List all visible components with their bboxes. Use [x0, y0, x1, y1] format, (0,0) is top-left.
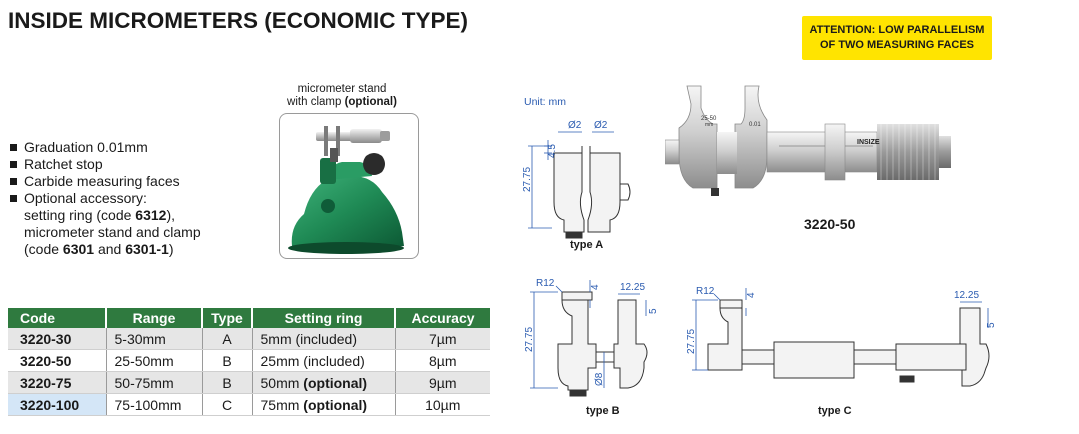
ring-optional: (optional) — [303, 374, 368, 391]
stand-caption-line-1: micrometer stand — [297, 83, 387, 95]
feature-setting-ring: setting ring (code 6312), — [10, 207, 201, 224]
spec-table-header: Code Range Type Setting ring Accuracy — [8, 308, 490, 328]
feature-ratchet: Ratchet stop — [10, 156, 201, 173]
type-a-caption: type A — [570, 239, 603, 251]
stand-caption: micrometer stand with clamp (optional) — [266, 83, 418, 109]
row-code: 3220-50 — [8, 349, 107, 372]
ring-value: 75mm — [260, 396, 304, 413]
row-setting-ring: 25mm (included) — [252, 349, 396, 372]
brand-text: INSIZE — [857, 139, 880, 146]
ring-code: 6312 — [135, 207, 167, 223]
row-type: C — [202, 393, 253, 416]
spec-table: Code Range Type Setting ring Accuracy 32… — [8, 308, 490, 416]
row-accuracy: 10µm — [395, 393, 490, 416]
attention-line-1: ATTENTION: LOW PARALLELISM — [809, 24, 985, 36]
unit-label: Unit: mm — [524, 96, 566, 108]
drawing-type-a: Ø2 Ø2 4.5 27.75 type A — [518, 108, 633, 253]
col-code: Code — [8, 308, 107, 328]
table-row: 3220-100 75-100mm C 75mm (optional) 10µm — [8, 393, 490, 416]
type-c-svg: R12 4 12.25 5 27.75 type C — [686, 286, 997, 417]
code-6301-1: 6301-1 — [125, 241, 169, 257]
col-setting-ring: Setting ring — [252, 308, 396, 328]
feature-optional-accessory: Optional accessory: — [10, 190, 201, 207]
ring-text: setting ring (code — [24, 207, 136, 223]
scale-unit-text: mm — [705, 122, 713, 128]
row-code: 3220-30 — [8, 328, 107, 350]
type-b-dim-h: 27.75 — [524, 327, 535, 352]
row-accuracy: 7µm — [395, 328, 490, 350]
type-b-dim-s: 5 — [648, 308, 659, 314]
ring-value: 25mm (included) — [260, 352, 365, 369]
feature-list: Graduation 0.01mm Ratchet stop Carbide m… — [10, 139, 201, 258]
drawing-type-b: R12 4 12.25 5 27.75 Ø8 type B — [518, 272, 664, 422]
type-c-dim-r: R12 — [696, 286, 715, 297]
attention-line-2: OF TWO MEASURING FACES — [820, 39, 974, 51]
feature-carbide: Carbide measuring faces — [10, 173, 201, 190]
type-b-dim-t: 4 — [590, 284, 601, 290]
code-6301: 6301 — [62, 241, 95, 257]
scale-range-text: 25-50 — [701, 116, 717, 122]
code-open: (code — [24, 241, 63, 257]
product-model-label: 3220-50 — [804, 216, 856, 232]
stand-caption-optional: (optional) — [344, 96, 397, 108]
type-b-svg: R12 4 12.25 5 27.75 Ø8 type B — [524, 278, 659, 417]
type-c-caption: type C — [818, 405, 852, 417]
row-accuracy: 9µm — [395, 371, 490, 394]
row-type: B — [202, 371, 253, 394]
ring-optional: (optional) — [303, 396, 368, 413]
row-type: B — [202, 349, 253, 372]
type-a-dim-h1: 4.5 — [547, 144, 558, 158]
type-c-dim-s: 5 — [986, 322, 997, 328]
product-image: 25-50 mm 0.01 INSIZE — [665, 84, 951, 204]
type-b-caption: type B — [586, 405, 620, 417]
type-c-dim-w: 12.25 — [954, 290, 979, 301]
table-row: 3220-50 25-50mm B 25mm (included) 8µm — [8, 349, 490, 372]
table-row: 3220-75 50-75mm B 50mm (optional) 9µm — [8, 371, 490, 394]
page-title: INSIDE MICROMETERS (ECONOMIC TYPE) — [8, 8, 469, 33]
feature-stand-clamp: micrometer stand and clamp — [24, 224, 201, 240]
col-range: Range — [106, 308, 203, 328]
col-accuracy: Accuracy — [395, 308, 490, 328]
code-and: and — [94, 241, 126, 257]
row-range: 50-75mm — [106, 371, 203, 394]
feature-stand-codes: (code 6301 and 6301-1) — [10, 241, 201, 258]
resolution-text: 0.01 — [749, 122, 761, 128]
row-range: 5-30mm — [106, 328, 203, 350]
ring-value: 50mm — [260, 374, 304, 391]
row-code: 3220-75 — [8, 371, 107, 394]
row-setting-ring: 75mm (optional) — [252, 393, 396, 416]
type-c-dim-h: 27.75 — [686, 329, 697, 354]
stand-caption-text: with clamp — [287, 96, 345, 108]
stand-caption-line-2: with clamp (optional) — [266, 96, 418, 109]
row-range: 75-100mm — [106, 393, 203, 416]
row-type: A — [202, 328, 253, 350]
micrometer-product-svg: 25-50 mm 0.01 INSIZE — [665, 85, 951, 196]
row-setting-ring: 5mm (included) — [252, 328, 396, 350]
type-a-svg: Ø2 Ø2 4.5 27.75 type A — [522, 120, 631, 251]
code-close: ) — [168, 241, 174, 257]
type-c-dim-t: 4 — [746, 292, 757, 298]
ring-end: ), — [166, 207, 176, 223]
type-a-dim-d1: Ø2 — [568, 120, 582, 131]
micrometer-stand-image — [288, 126, 404, 254]
type-a-dim-h2: 27.75 — [522, 167, 533, 192]
col-type: Type — [202, 308, 253, 328]
type-a-dim-d2: Ø2 — [594, 120, 608, 131]
row-accuracy: 8µm — [395, 349, 490, 372]
drawing-type-c: R12 4 12.25 5 27.75 type C — [680, 272, 1000, 422]
type-b-dim-w: 12.25 — [620, 282, 645, 293]
table-row: 3220-30 5-30mm A 5mm (included) 7µm — [8, 328, 490, 350]
stand-photo — [279, 113, 419, 259]
feature-graduation: Graduation 0.01mm — [10, 139, 201, 156]
type-b-dim-shaft: Ø8 — [594, 372, 605, 386]
row-setting-ring: 50mm (optional) — [252, 371, 396, 394]
ring-value: 5mm (included) — [260, 330, 357, 347]
attention-badge: ATTENTION: LOW PARALLELISM OF TWO MEASUR… — [802, 16, 992, 60]
row-code: 3220-100 — [8, 393, 107, 416]
type-b-dim-r: R12 — [536, 278, 555, 289]
row-range: 25-50mm — [106, 349, 203, 372]
